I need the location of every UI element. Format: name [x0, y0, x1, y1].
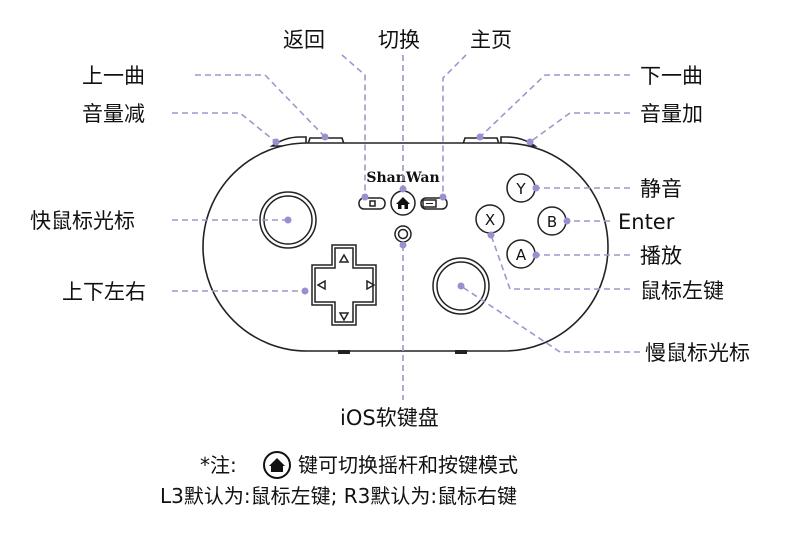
dpad-right-arrow-icon: [366, 279, 376, 291]
label-slow-cursor: 慢鼠标光标: [645, 341, 750, 365]
home-icon: [396, 197, 410, 209]
leader-lines: [172, 54, 640, 400]
bottom-port: [455, 350, 467, 354]
label-home: 主页: [470, 28, 512, 52]
label-mute: 静音: [640, 177, 682, 201]
svg-text:X: X: [485, 211, 495, 229]
label-prev-track: 上一曲: [82, 64, 145, 88]
svg-text:A: A: [516, 246, 527, 264]
label-volume-up: 音量加: [640, 102, 703, 126]
bottom-port: [338, 350, 350, 354]
svg-text:Y: Y: [515, 180, 526, 198]
home-icon: [263, 451, 291, 479]
label-left-click: 鼠标左键: [640, 279, 724, 303]
back-button[interactable]: [358, 197, 386, 210]
label-ios-keyboard: iOS软键盘: [340, 406, 439, 430]
label-back: 返回: [283, 28, 325, 52]
dpad[interactable]: [311, 244, 377, 326]
svg-text:B: B: [547, 213, 557, 231]
note-line2: L3默认为:鼠标左键; R3默认为:鼠标右键: [160, 484, 517, 508]
label-enter: Enter: [618, 210, 675, 234]
label-volume-down: 音量减: [82, 102, 145, 126]
label-dpad: 上下左右: [62, 280, 146, 304]
note-line1: 键可切换摇杆和按键模式: [298, 453, 518, 477]
right-stick[interactable]: [432, 257, 490, 315]
label-play: 播放: [640, 244, 682, 268]
dpad-up-arrow-icon: [338, 253, 350, 263]
dpad-down-arrow-icon: [338, 312, 350, 322]
label-next-track: 下一曲: [640, 64, 703, 88]
label-switch: 切换: [378, 28, 420, 52]
label-fast-cursor: 快鼠标光标: [30, 209, 135, 233]
note-prefix: *注:: [200, 453, 237, 477]
menu-button[interactable]: [420, 197, 448, 210]
dpad-left-arrow-icon: [316, 279, 326, 291]
